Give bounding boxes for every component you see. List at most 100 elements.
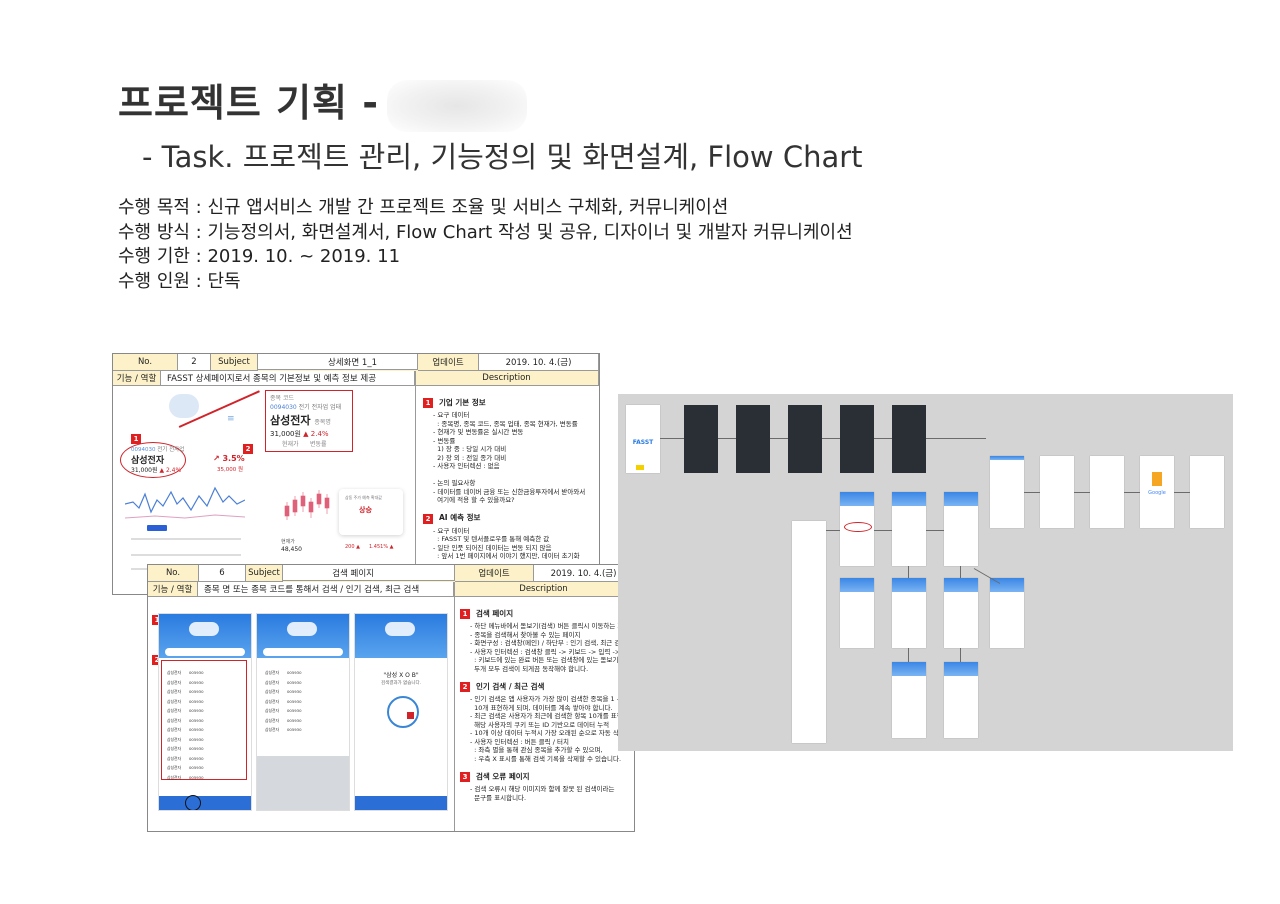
blurred-project-name — [387, 79, 527, 132]
mock-name: 삼성전자 — [131, 456, 165, 466]
page-title: 프로젝트 기획 - — [118, 72, 527, 132]
desc-line — [423, 471, 593, 480]
spec-doc-search: No. 6 Subject 검색 페이지 업데이트 2019. 10. 4.(금… — [147, 564, 635, 832]
role-value: FASST 상세페이지로서 종목의 기본정보 및 예측 정보 제공 — [161, 371, 415, 386]
bubble-shape — [385, 622, 415, 636]
list-item-name: 삼성전자 — [265, 679, 279, 685]
desc-line: - 종목을 검색해서 찾아볼 수 있는 페이지 — [470, 630, 581, 639]
doc-role-row: 기능 / 역할 종목 명 또는 종목 코드를 통해서 검색 / 인기 검색, 최… — [148, 582, 634, 597]
no-value: 6 — [199, 565, 246, 582]
column-divider — [415, 371, 416, 594]
mock-code: 0094030 전기 전자업 — [131, 447, 185, 453]
keyboard[interactable] — [257, 756, 349, 810]
list-item-code: 005930 — [188, 670, 204, 675]
desc-line: - 사용자 인터렉션 : 없음 — [433, 462, 500, 470]
flow-detail-long-screen — [792, 521, 826, 743]
mock-val2: 200 ▲ — [345, 544, 360, 550]
mock-val-label: 현재가 — [281, 539, 295, 545]
list-item-code: 005930 — [286, 698, 302, 704]
subject-value: 검색 페이지 — [283, 565, 455, 581]
brain-icon — [387, 696, 419, 728]
list-item-name: 삼성전자 — [167, 727, 181, 732]
title-text: 프로젝트 기획 - — [118, 81, 379, 125]
list-item[interactable]: 삼성전자 005930 — [265, 680, 343, 689]
spec-doc-detail: No. 2 Subject 상세화면 1_1 업데이트 2019. 10. 4.… — [112, 353, 600, 595]
flow-google-screen: Google — [1140, 456, 1174, 528]
flow-dark-screen — [684, 405, 718, 473]
list-item-name: 삼성전자 — [167, 765, 181, 770]
mock-pred-price: 35,000 원 — [217, 467, 244, 473]
flow-sub-screen — [892, 662, 926, 738]
info-block: 수행 목적 : 신규 앱서비스 개발 간 프로젝트 조율 및 서비스 구체화, … — [118, 196, 853, 294]
list-item-name: 삼성전자 — [167, 689, 181, 694]
desc-line: : 우측 X 표시를 통해 검색 기록을 삭제할 수 있습니다. — [470, 754, 622, 763]
list-item-code: 005930 — [188, 774, 204, 780]
flow-chart: FASST Google — [618, 394, 1233, 751]
desc-line: - 현재가 및 변동률은 실시간 변동 — [433, 428, 524, 436]
callout-sublabels: 현재가 변동률 — [282, 441, 327, 448]
list-item-name: 삼성전자 — [265, 727, 279, 732]
bubble-shape — [189, 622, 219, 636]
callout-code: 0094030 전기 전자업 업태 — [270, 404, 342, 411]
list-item-code: 005930 — [188, 717, 204, 723]
desc-line: - 요구 데이터 — [433, 411, 470, 419]
list-item-code: 005930 — [286, 679, 302, 685]
list-item-code: 005930 — [188, 755, 204, 761]
mock-today-chip — [147, 525, 167, 531]
search-input[interactable] — [263, 648, 343, 656]
flow-sub-screen — [944, 578, 978, 648]
desc-line: - 일단 인풋 되어진 데이터는 변동 되지 않음 — [433, 543, 552, 552]
list-item-code: 005930 — [188, 727, 204, 732]
description-label: Description — [415, 371, 599, 386]
desc-line: - 변동률 — [433, 436, 456, 445]
role-label: 기능 / 역할 — [148, 582, 198, 597]
flow-onboarding-screen — [1090, 456, 1124, 528]
marker-2: 2 — [243, 444, 253, 454]
list-item-name: 삼성전자 — [265, 670, 279, 675]
role-label: 기능 / 역할 — [113, 371, 161, 386]
desc-line: 여기에 적용 할 수 있을까요? — [433, 496, 515, 504]
error-screen-mock: "삼성 X O B" 검색결과가 없습니다. — [354, 613, 448, 811]
flow-onboarding-screen — [1040, 456, 1074, 528]
list-item-name: 삼성전자 — [167, 717, 181, 723]
list-item[interactable]: 삼성전자 005930 — [167, 718, 245, 727]
desc-line: - 10개 이상 데이터 누적시 가장 오래된 순으로 자동 삭제 — [470, 729, 625, 737]
mock-line-chart — [125, 486, 245, 519]
search-screen-mock: 삼성전자 005930 삼성전자 005930 삼성전자 005930 삼성전자 005930… — [158, 613, 252, 811]
subject-label: Subject — [211, 354, 258, 371]
desc-line: : 앞서 1번 페이지에서 이야기 했지만, 데이터 초기화 — [433, 552, 580, 560]
desc-section-3-body: - 검색 오류시 해당 이미지와 함께 잘못 된 검색이라는 문구를 표시합니다… — [460, 785, 628, 802]
callout-code-label: 종목 코드 — [270, 395, 294, 402]
list-item[interactable]: 삼성전자 005930 — [167, 727, 245, 736]
subject-value: 상세화면 1_1 — [258, 354, 418, 370]
search-input[interactable] — [165, 648, 245, 656]
desc-line: - 최근 검색은 사용자가 최근에 검색한 항목 10개를 표현, — [470, 712, 625, 720]
mock-text-line — [131, 554, 241, 556]
column-divider — [454, 582, 455, 831]
bottom-nav — [159, 796, 251, 810]
prediction-card-title: 삼동 주가 예측 확대값 — [345, 495, 382, 500]
list-item-name: 삼성전자 — [265, 717, 279, 723]
desc-line: - 검색 오류시 해당 이미지와 함께 잘못 된 검색이라는 — [470, 785, 615, 793]
desc-line: - 하단 메뉴바에서 돋보기(검색) 버튼 클릭시 이동하는 페이지 — [470, 622, 635, 630]
list-item-code: 005930 — [286, 689, 302, 694]
